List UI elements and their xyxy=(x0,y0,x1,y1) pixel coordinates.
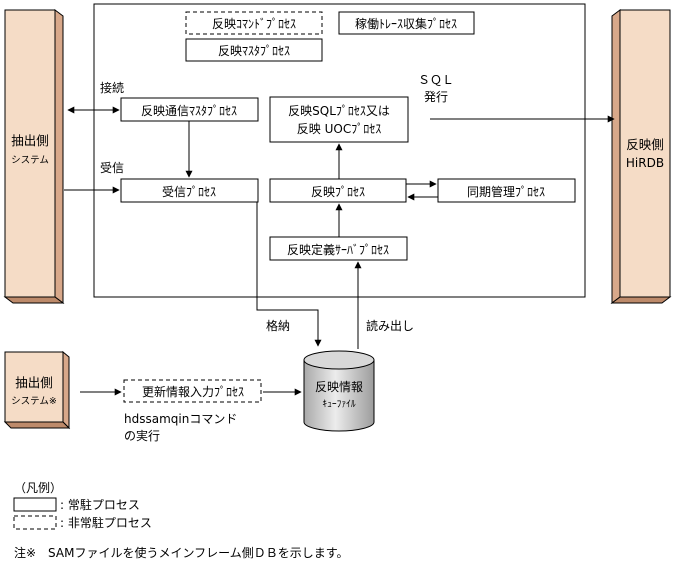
receive-process: 受信ﾌﾟﾛｾｽ xyxy=(120,178,259,203)
connectors xyxy=(64,106,615,396)
reflect-command-label: 反映ｺﾏﾝﾄﾞﾌﾟﾛｾｽ xyxy=(212,17,296,31)
source-system-bottom-line2: システム※ xyxy=(11,396,57,407)
source-system-top-box xyxy=(4,9,56,298)
queue-file-line1: 反映情報 xyxy=(315,380,363,394)
reflection-server-frame xyxy=(93,3,586,298)
command-line2: の実行 xyxy=(124,428,160,443)
receive-process-label: 受信ﾌﾟﾛｾｽ xyxy=(162,185,216,199)
command-line1: hdssamqinコマンド xyxy=(124,412,237,426)
reflect-master-process: 反映ﾏｽﾀﾌﾟﾛｾｽ xyxy=(185,38,323,62)
source-system-top-line2: システム xyxy=(11,155,49,166)
reflect-sql-uoc-process: 反映SQLﾌﾟﾛｾｽ又は 反映 UOCﾌﾟﾛｾｽ xyxy=(269,96,409,143)
reflect-master-label: 反映ﾏｽﾀﾌﾟﾛｾｽ xyxy=(218,44,290,58)
operation-trace-label: 稼働ﾄﾚｰｽ収集ﾌﾟﾛｾｽ xyxy=(355,16,457,31)
reflect-sql-uoc-line1: 反映SQLﾌﾟﾛｾｽ又は xyxy=(288,104,390,118)
source-system-bottom-line1: 抽出側 xyxy=(15,375,53,390)
reflect-process: 反映ﾌﾟﾛｾｽ xyxy=(269,178,407,203)
reflect-comm-master-label: 反映通信ﾏｽﾀﾌﾟﾛｾｽ xyxy=(141,104,237,118)
source-system-top: 抽出側 システム xyxy=(3,9,65,304)
target-system-box xyxy=(619,9,671,298)
reflect-def-server-process: 反映定義ｻｰﾊﾞﾌﾟﾛｾｽ xyxy=(269,236,408,261)
legend-resident: : 常駐プロセス xyxy=(60,497,140,512)
source-system-bottom: 抽出側 システム※ xyxy=(3,350,71,430)
legend-dashed-swatch xyxy=(13,515,57,530)
sync-manage-process: 同期管理ﾌﾟﾛｾｽ xyxy=(437,178,576,203)
store-label: 格納 xyxy=(266,318,290,333)
target-system: 反映側 HiRDB xyxy=(610,9,672,304)
queue-file-line2: ｷｭｰﾌｧｲﾙ xyxy=(322,399,356,410)
receive-label: 受信 xyxy=(100,161,124,175)
footnote: 注※ SAMファイルを使うメインフレーム側ＤＢを示します。 xyxy=(14,545,349,560)
sql-issue-line2: 発行 xyxy=(424,90,448,104)
reflect-comm-master-process: 反映通信ﾏｽﾀﾌﾟﾛｾｽ xyxy=(120,97,259,122)
reflect-def-server-label: 反映定義ｻｰﾊﾞﾌﾟﾛｾｽ xyxy=(287,242,389,257)
target-system-line2: HiRDB xyxy=(626,156,664,170)
reflect-command-process: 反映ｺﾏﾝﾄﾞﾌﾟﾛｾｽ xyxy=(185,11,323,35)
sql-issue-line1: ＳＱＬ xyxy=(418,73,454,87)
reflect-process-label: 反映ﾌﾟﾛｾｽ xyxy=(311,185,365,199)
reflect-sql-uoc-line2: 反映 UOCﾌﾟﾛｾｽ xyxy=(297,122,381,136)
legend-title: （凡例） xyxy=(14,481,62,495)
legend-nonresident: : 非常駐プロセス xyxy=(60,515,152,530)
source-system-top-line1: 抽出側 xyxy=(11,133,49,148)
update-input-process: 更新情報入力ﾌﾟﾛｾｽ xyxy=(123,379,262,403)
operation-trace-process: 稼働ﾄﾚｰｽ収集ﾌﾟﾛｾｽ xyxy=(338,11,475,35)
legend-solid-swatch xyxy=(13,497,57,512)
update-input-label: 更新情報入力ﾌﾟﾛｾｽ xyxy=(142,384,244,399)
source-system-bottom-box xyxy=(4,351,64,423)
queue-file-cylinder: 反映情報 ｷｭｰﾌｧｲﾙ xyxy=(303,350,375,432)
connect-label: 接続 xyxy=(100,80,124,95)
sync-manage-label: 同期管理ﾌﾟﾛｾｽ xyxy=(467,184,545,199)
store-arrow xyxy=(256,202,322,347)
target-system-line1: 反映側 xyxy=(626,137,664,152)
legend: （凡例） : 常駐プロセス : 非常駐プロセス xyxy=(13,481,152,530)
read-label: 読み出し xyxy=(366,318,414,333)
